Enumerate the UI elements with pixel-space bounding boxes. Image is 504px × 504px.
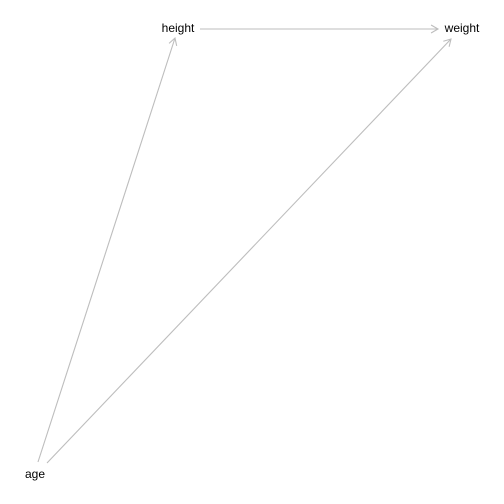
- edge-line: [46, 38, 452, 464]
- arrowhead-icon: [443, 38, 452, 47]
- edge-age-to-weight: [46, 38, 452, 464]
- edge-age-to-height: [37, 36, 178, 463]
- node-age: age: [25, 467, 45, 481]
- edge-height-to-weight: [200, 24, 440, 34]
- arrowhead-icon: [430, 24, 440, 34]
- arrowhead-icon: [168, 36, 178, 46]
- node-weight: weight: [444, 21, 480, 35]
- edges-layer: [37, 24, 452, 464]
- edge-line: [37, 37, 176, 463]
- node-height: height: [162, 21, 195, 35]
- nodes-layer: height weight age: [25, 21, 480, 481]
